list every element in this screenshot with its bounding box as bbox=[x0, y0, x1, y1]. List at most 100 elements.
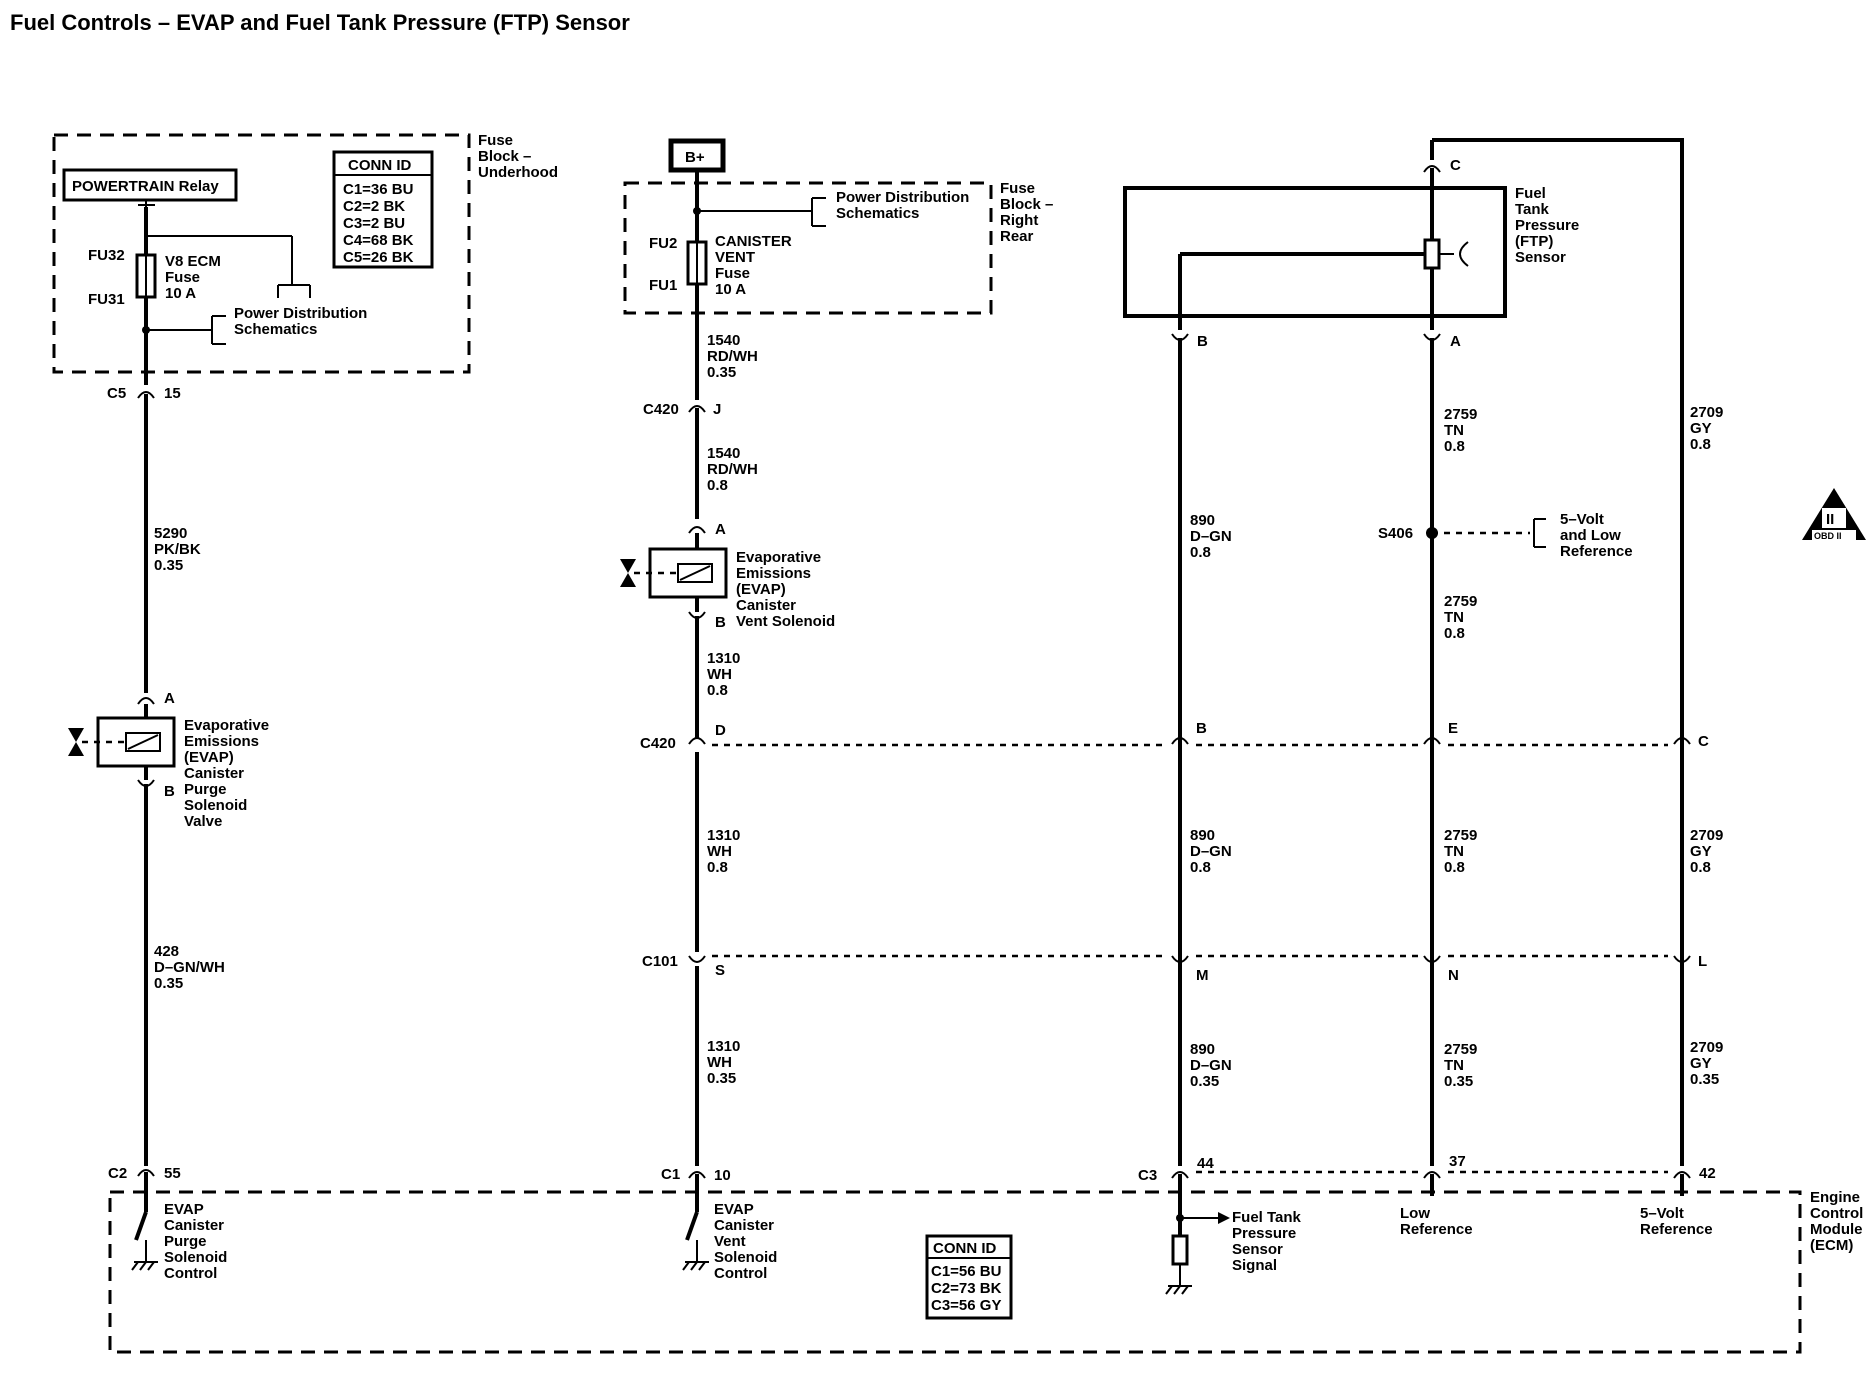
c5-pin-label: 15 bbox=[164, 385, 181, 402]
vent-control-switch-icon bbox=[685, 1211, 699, 1241]
fuse-block-underhood-outline bbox=[52, 133, 471, 374]
vent-valve-icon bbox=[620, 559, 636, 573]
c101-connector-row bbox=[688, 954, 1691, 963]
c2-label: C2 bbox=[108, 1165, 127, 1182]
wire-2709-a-label: 2709 GY 0.8 bbox=[1690, 404, 1728, 453]
vent-solenoid-circuit: 1540 RD/WH 0.35 C420 J 1540 RD/WH 0.8 A … bbox=[620, 284, 835, 1282]
ecm-outline bbox=[108, 1190, 1802, 1354]
fu1-label: FU1 bbox=[649, 277, 677, 294]
wire-1540-a-label: 1540 RD/WH 0.35 bbox=[707, 332, 762, 381]
power-distribution-ref-underhood: Power Distribution Schematics bbox=[234, 305, 372, 338]
purge-solenoid-label: Evaporative Emissions (EVAP) Canister Pu… bbox=[184, 717, 273, 830]
signal-arrow-icon bbox=[1218, 1212, 1230, 1224]
purge-pin-a-label: A bbox=[164, 690, 175, 707]
c420-pin-j-label: J bbox=[713, 401, 721, 418]
wire-2759-b-label: 2759 TN 0.8 bbox=[1444, 593, 1482, 642]
ftp-pin-c-label: C bbox=[1450, 157, 1461, 174]
fu31-label: FU31 bbox=[88, 291, 125, 308]
fuse-block-underhood-label: Fuse Block – Underhood bbox=[478, 132, 558, 181]
ftp-sensor: Fuel Tank Pressure (FTP) Sensor C B A bbox=[1123, 138, 1684, 1166]
c420-connector-row bbox=[688, 737, 1691, 747]
ftp-signal-label: Fuel Tank Pressure Sensor Signal bbox=[1232, 1209, 1305, 1274]
c3-pin-44-label: 44 bbox=[1197, 1155, 1214, 1172]
ecm-label: Engine Control Module (ECM) bbox=[1810, 1189, 1868, 1254]
vent-coil-icon bbox=[677, 563, 713, 583]
purge-solenoid-circuit: C5 15 5290 PK/BK 0.35 A B Evaporative Em… bbox=[68, 385, 273, 1282]
wire-1310-b-label: 1310 WH 0.8 bbox=[707, 827, 745, 876]
vent-solenoid-label: Evaporative Emissions (EVAP) Canister Ve… bbox=[736, 549, 835, 630]
fu32-label: FU32 bbox=[88, 247, 125, 264]
splice-s406-label: S406 bbox=[1378, 525, 1413, 542]
c420-top-label: C420 bbox=[643, 401, 679, 418]
c3-pin-37-label: 37 bbox=[1449, 1153, 1466, 1170]
c3-pin-42-label: 42 bbox=[1699, 1165, 1716, 1182]
fuse-block-right-rear: B+ Fuse Block – Right Rear Power Distrib… bbox=[623, 138, 1058, 315]
ftp-pin-b-label: B bbox=[1197, 333, 1208, 350]
conn-id-table-underhood bbox=[332, 150, 434, 269]
wire-890-b-label: 890 D–GN 0.8 bbox=[1190, 827, 1236, 876]
purge-control-label: EVAP Canister Purge Solenoid Control bbox=[164, 1201, 232, 1282]
v8-ecm-fuse-label: V8 ECM Fuse 10 A bbox=[165, 253, 225, 302]
purge-valve-icon bbox=[68, 728, 84, 742]
c3-label: C3 bbox=[1138, 1167, 1157, 1184]
powertrain-relay-label: POWERTRAIN Relay bbox=[72, 178, 219, 195]
purge-pin-b-label: B bbox=[164, 783, 175, 800]
powertrain-relay-box bbox=[62, 168, 238, 202]
battery-label: B+ bbox=[685, 149, 705, 166]
fuse-block-right-rear-outline bbox=[623, 181, 993, 315]
conn-id-list-underhood: C1=36 BU C2=2 BK C3=2 BU C4=68 BK C5=26 … bbox=[343, 181, 418, 266]
wire-1310-c-label: 1310 WH 0.35 bbox=[707, 1038, 745, 1087]
splice-reference-label: 5–Volt and Low Reference bbox=[1560, 511, 1633, 560]
low-reference-label: Low Reference bbox=[1400, 1205, 1473, 1238]
c2-pin-label: 55 bbox=[164, 1165, 181, 1182]
obd-ii-badge: II OBD II bbox=[1802, 488, 1866, 541]
c420-pin-b-label: B bbox=[1196, 720, 1207, 737]
fuse-block-underhood: Fuse Block – Underhood POWERTRAIN Relay … bbox=[52, 132, 558, 385]
page-title: Fuel Controls – EVAP and Fuel Tank Press… bbox=[10, 10, 630, 35]
fuse-block-right-rear-label: Fuse Block – Right Rear bbox=[1000, 180, 1058, 245]
vent-pin-b-label: B bbox=[715, 614, 726, 631]
ftp-sensor-label: Fuel Tank Pressure (FTP) Sensor bbox=[1515, 185, 1583, 266]
c101-pin-s-label: S bbox=[715, 962, 725, 979]
c101-pin-n-label: N bbox=[1448, 967, 1459, 984]
c420-mid-label: C420 bbox=[640, 735, 676, 752]
low-reference-circuit: 2759 TN 0.8 S406 5–Volt and Low Referenc… bbox=[1378, 338, 1633, 1238]
conn-id-title-ecm: CONN ID bbox=[933, 1240, 997, 1257]
obd-ii-bottom-label: OBD II bbox=[1814, 531, 1842, 541]
c101-pin-m-label: M bbox=[1196, 967, 1209, 984]
c101-pin-l-label: L bbox=[1698, 953, 1707, 970]
ftp-potentiometer-icon bbox=[1423, 238, 1441, 270]
c420-pin-e-label: E bbox=[1448, 720, 1458, 737]
wire-890-c-label: 890 D–GN 0.35 bbox=[1190, 1041, 1236, 1090]
signal-circuit: 890 D–GN 0.8 B 890 D–GN 0.8 M 890 D–GN 0… bbox=[1138, 338, 1305, 1295]
c1-pin-label: 10 bbox=[714, 1167, 731, 1184]
five-volt-reference-circuit: 2709 GY 0.8 C 2709 GY 0.8 L 2709 GY 0.35… bbox=[1640, 404, 1728, 1238]
conn-id-list-ecm: C1=56 BU C2=73 BK C3=56 GY bbox=[931, 1263, 1006, 1314]
fu2-label: FU2 bbox=[649, 235, 677, 252]
c5-label: C5 bbox=[107, 385, 126, 402]
wire-1540-b-label: 1540 RD/WH 0.8 bbox=[707, 445, 762, 494]
c420-pin-c-label: C bbox=[1698, 733, 1709, 750]
wire-1310-a-label: 1310 WH 0.8 bbox=[707, 650, 745, 699]
wire-2759-d-label: 2759 TN 0.35 bbox=[1444, 1041, 1482, 1090]
wire-5290-label: 5290 PK/BK 0.35 bbox=[154, 525, 205, 574]
engine-control-module: Engine Control Module (ECM) CONN ID C1=5… bbox=[108, 1189, 1868, 1354]
power-distribution-ref-right-rear: Power Distribution Schematics bbox=[836, 189, 974, 222]
pullup-resistor-icon bbox=[1171, 1234, 1189, 1266]
wire-428-label: 428 D–GN/WH 0.35 bbox=[154, 943, 229, 992]
conn-id-table-ecm bbox=[925, 1234, 1013, 1320]
wire-2759-c-label: 2759 TN 0.8 bbox=[1444, 827, 1482, 876]
obd-ii-top-label: II bbox=[1826, 511, 1834, 528]
conn-id-title-underhood: CONN ID bbox=[348, 157, 412, 174]
c420-pin-d-label: D bbox=[715, 722, 726, 739]
ftp-pin-a-label: A bbox=[1450, 333, 1461, 350]
vent-control-label: EVAP Canister Vent Solenoid Control bbox=[714, 1201, 782, 1282]
c1-label: C1 bbox=[661, 1166, 680, 1183]
purge-coil-icon bbox=[125, 732, 161, 752]
vent-pin-a-label: A bbox=[715, 521, 726, 538]
c101-label: C101 bbox=[642, 953, 678, 970]
wire-2709-c-label: 2709 GY 0.35 bbox=[1690, 1039, 1728, 1088]
pressure-port-icon bbox=[1459, 241, 1469, 267]
five-volt-reference-label: 5–Volt Reference bbox=[1640, 1205, 1713, 1238]
